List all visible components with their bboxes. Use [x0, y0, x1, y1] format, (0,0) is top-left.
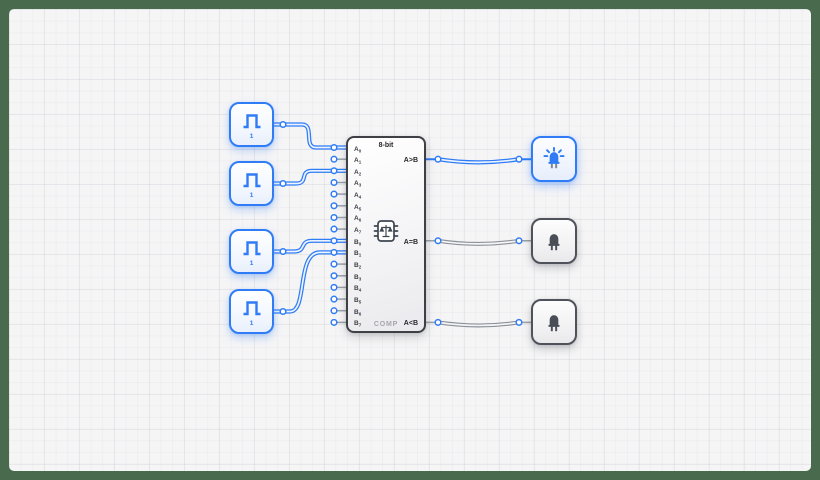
pulse-input-4[interactable]: 1 [229, 289, 274, 334]
wire-input2-to-A2[interactable] [271, 168, 349, 186]
led-unlit-icon [548, 315, 560, 332]
pin-label-A5: A5 [354, 203, 362, 212]
pin-label-A1: A1 [354, 157, 362, 165]
wire-input4-to-B1[interactable] [271, 250, 349, 314]
pin-label-A2: A2 [354, 168, 362, 177]
connection-dots[interactable] [279, 120, 523, 326]
pin-label-B7: B7 [354, 320, 362, 328]
pulse-input-3[interactable]: 1 [229, 229, 274, 274]
pulse-icon [243, 173, 260, 188]
pin-label-B0: B0 [354, 238, 362, 247]
pin-label-A7: A7 [354, 227, 362, 235]
pin-label-A0: A0 [354, 145, 362, 154]
led-output-3[interactable] [531, 299, 577, 345]
input-value-label: 1 [249, 260, 254, 267]
pulse-icon [243, 241, 260, 256]
wire-input1-to-A0[interactable] [271, 122, 349, 150]
wire-input3-to-B0[interactable] [271, 238, 349, 254]
led-output-2[interactable] [531, 218, 577, 264]
input-value-label: 1 [249, 192, 254, 199]
pin-label-B4: B4 [354, 285, 362, 293]
pulse-input-2[interactable]: 1 [229, 161, 274, 206]
comparator-type-label: COMP [373, 321, 399, 328]
pin-label-B5: B5 [354, 297, 362, 305]
pulse-icon [243, 301, 260, 316]
pin-label-B1: B1 [354, 250, 362, 258]
balance-scale-chip-icon [373, 220, 399, 242]
input-value-label: 1 [249, 133, 254, 140]
pulse-input-1[interactable]: 1 [229, 102, 274, 147]
led-output-1[interactable] [531, 136, 577, 182]
pin-label-A4: A4 [354, 192, 362, 200]
input-value-label: 1 [249, 320, 254, 327]
led-unlit-icon [548, 234, 560, 251]
output-label-a-gt-b: A>B [403, 157, 418, 165]
pin-label-B2: B2 [354, 262, 362, 270]
comparator-title: 8-bit [378, 142, 394, 149]
led-lit-icon [543, 146, 565, 169]
wire-AltB-to-led3[interactable] [425, 320, 532, 328]
pin-label-A6: A6 [354, 215, 362, 223]
pin-label-A3: A3 [354, 180, 362, 188]
output-label-a-lt-b: A<B [403, 320, 418, 328]
pin-label-B3: B3 [354, 273, 362, 282]
wire-AeqB-to-led2[interactable] [425, 238, 532, 246]
pin-label-B6: B6 [354, 308, 362, 317]
output-label-a-eq-b: A=B [403, 238, 418, 246]
wire-AgtB-to-led1[interactable] [425, 157, 532, 165]
pulse-icon [243, 114, 260, 129]
